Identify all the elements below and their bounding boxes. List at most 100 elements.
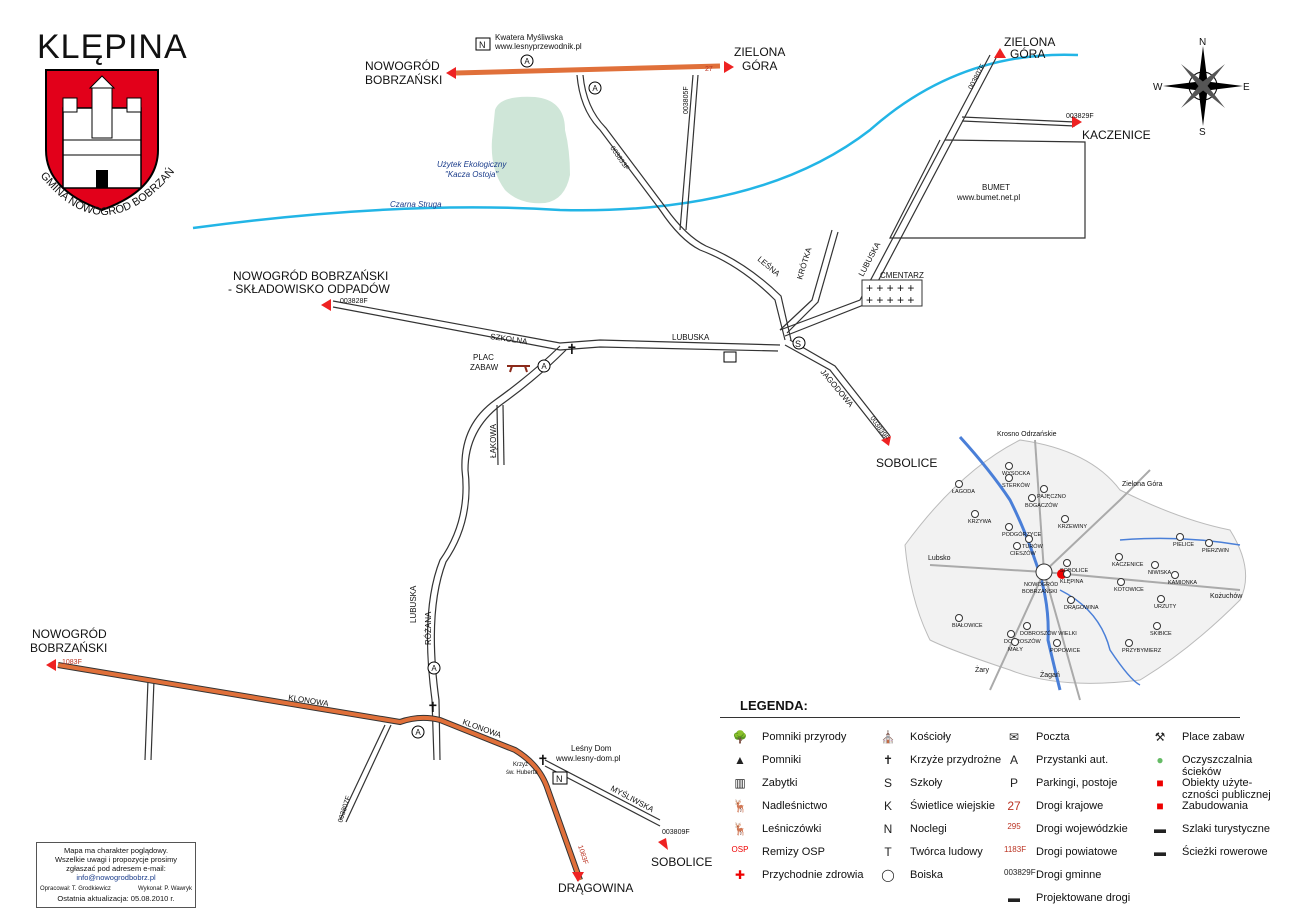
poi-label: BUMET [982,183,1010,192]
inset-village-label: DRĄGOWINA [1064,605,1099,611]
place-label: BOBRZAŃSKI [30,640,107,655]
legend-item-label: Projektowane drogi [1036,892,1131,904]
tourist-trail-icon: ▬ [1154,822,1166,836]
street-name: LEŚNA [756,255,782,279]
place-label: NOWOGRÓD [32,626,107,641]
poi-label: św. Huberta [506,770,538,776]
legend-item-label: Krzyże przydrożne [910,754,1002,766]
bus-stop-icon [411,54,602,739]
inset-village-label: WYSOCKA [1002,471,1030,477]
planned-road-icon: ▬ [1008,891,1020,905]
svg-text:N: N [479,40,486,50]
inset-village-marker [1023,622,1031,630]
info-note: Mapa ma charakter poglądowy. Wszelkie uw… [36,842,196,908]
compass-n: N [1199,37,1206,48]
legend-item-label: Szkoły [910,777,943,789]
place-label: DRĄGOWINA [558,881,633,895]
legend: LEGENDA: 🌳Pomniki przyrody▲Pomniki▥Zabyt… [720,698,1280,913]
svg-text:A: A [431,664,437,673]
inset-village-label: PODGÓRZYCE [1002,531,1041,538]
road-number: 003828F [340,298,368,305]
folk-artist-icon: T [884,845,892,859]
inset-village-marker [1151,561,1159,569]
poi-label: Użytek Ekologiczny [437,160,507,169]
inset-village-label: KLĘPINA [1060,579,1084,585]
lodging-icon: N [883,822,893,836]
inset-map [904,435,1247,701]
inset-village-label: BIAŁOWICE [952,623,983,629]
street-name: SZKOLNA [490,332,529,346]
road-number: 003833F [608,145,630,172]
legend-item-label: Pomniki [762,754,802,766]
inset-village-marker [1005,474,1013,482]
inset-village-marker [1013,542,1021,550]
inset-region-label: Zielona Góra [1122,481,1163,488]
fire-station-icon: OSP [731,845,749,854]
poi-label: Leśny Dom [571,744,612,753]
inset-village-marker [1205,539,1213,547]
compass-w: W [1153,82,1163,93]
church-icon [723,351,737,363]
note-email-link[interactable]: info@nowogrodbobrz.pl [76,873,156,882]
legend-item-label: Nadleśnictwo [762,800,828,812]
svg-text:+ + + + +: + + + + + [866,293,914,307]
inset-village-marker [955,614,963,622]
note-line: Mapa ma charakter poglądowy. [63,846,169,855]
poi-label: "Kacza Ostoja" [445,170,499,179]
school-icon: S [883,776,892,790]
inset-village-marker [1117,578,1125,586]
inset-village-label: ŁAGODA [952,489,975,495]
legend-item-label: Twórca ludowy [910,846,983,858]
inset-village-label: KAMIONKA [1168,580,1197,586]
inset-region-label: Żary [975,665,990,674]
street-name: RÓŻANA [424,611,433,645]
inset-region-label: Krosno Odrzańskie [997,431,1057,438]
legend-divider [720,717,1240,718]
inset-village-marker [1005,523,1013,531]
note-line: Wszelkie uwagi i propozycje prosimy [54,855,178,864]
svg-text:A: A [592,84,598,93]
historic-site-icon: ▥ [734,776,746,790]
inset-village-marker [1053,639,1061,647]
inset-village-label: POPOWICE [1050,648,1081,654]
inset-village-label: NIWISKA [1148,570,1172,576]
poi-label: Kwatera Myśliwska [495,33,564,42]
road-number: 1083F [576,844,589,865]
inset-village-label: URZUTY [1154,604,1177,610]
inset-village-label: SKIBICE [1150,631,1172,637]
inset-region-label: Żagań [1040,670,1060,679]
inset-center-label: BOBRZAŃSKI [1022,588,1058,595]
forestry-icon: 🦌 [732,799,748,813]
legend-item-label: Leśniczówki [762,823,822,835]
voivodeship-road-icon: 295 [1007,822,1021,831]
legend-item-label: Parkingi, postoje [1036,777,1118,789]
legend-item-label: Poczta [1036,731,1070,743]
street-name: LUBUSKA [409,585,418,623]
coat-of-arms [45,69,159,212]
place-label: ZIELONA [734,45,785,59]
poi-label: Krzyż [513,762,528,768]
road-number: 003839F [868,415,890,442]
street-name: LUBUSKA [672,333,710,342]
svg-text:A: A [415,728,421,737]
inset-village-label: TURÓW [1022,543,1044,550]
inset-village-label: PIELICE [1173,542,1194,548]
road-number: 27 [705,66,713,73]
inset-village-marker [1025,535,1033,543]
poi-label: www.lesny-dom.pl [555,754,621,763]
note-line: zgłaszać pod adresem e-mail: [66,864,166,873]
river-czarna-struga [192,53,1079,230]
note-updated: Ostatnia aktualizacja: 05.08.2010 r. [57,894,175,903]
inset-center-label: NOWOGRÓD [1024,581,1058,588]
place-label: KACZENICE [1082,128,1151,142]
cemetery-label: CMENTARZ [880,271,924,280]
community-hall-icon: K [883,799,892,813]
inset-village-marker [1171,571,1179,579]
clinic-icon: ✚ [734,868,746,882]
inset-village-marker [1125,639,1133,647]
nature-monument-icon: 🌳 [732,730,748,744]
inset-region-label: Lubsko [928,555,951,562]
legend-item-label: Ścieżki rowerowe [1182,846,1268,858]
cemetery [861,279,923,307]
